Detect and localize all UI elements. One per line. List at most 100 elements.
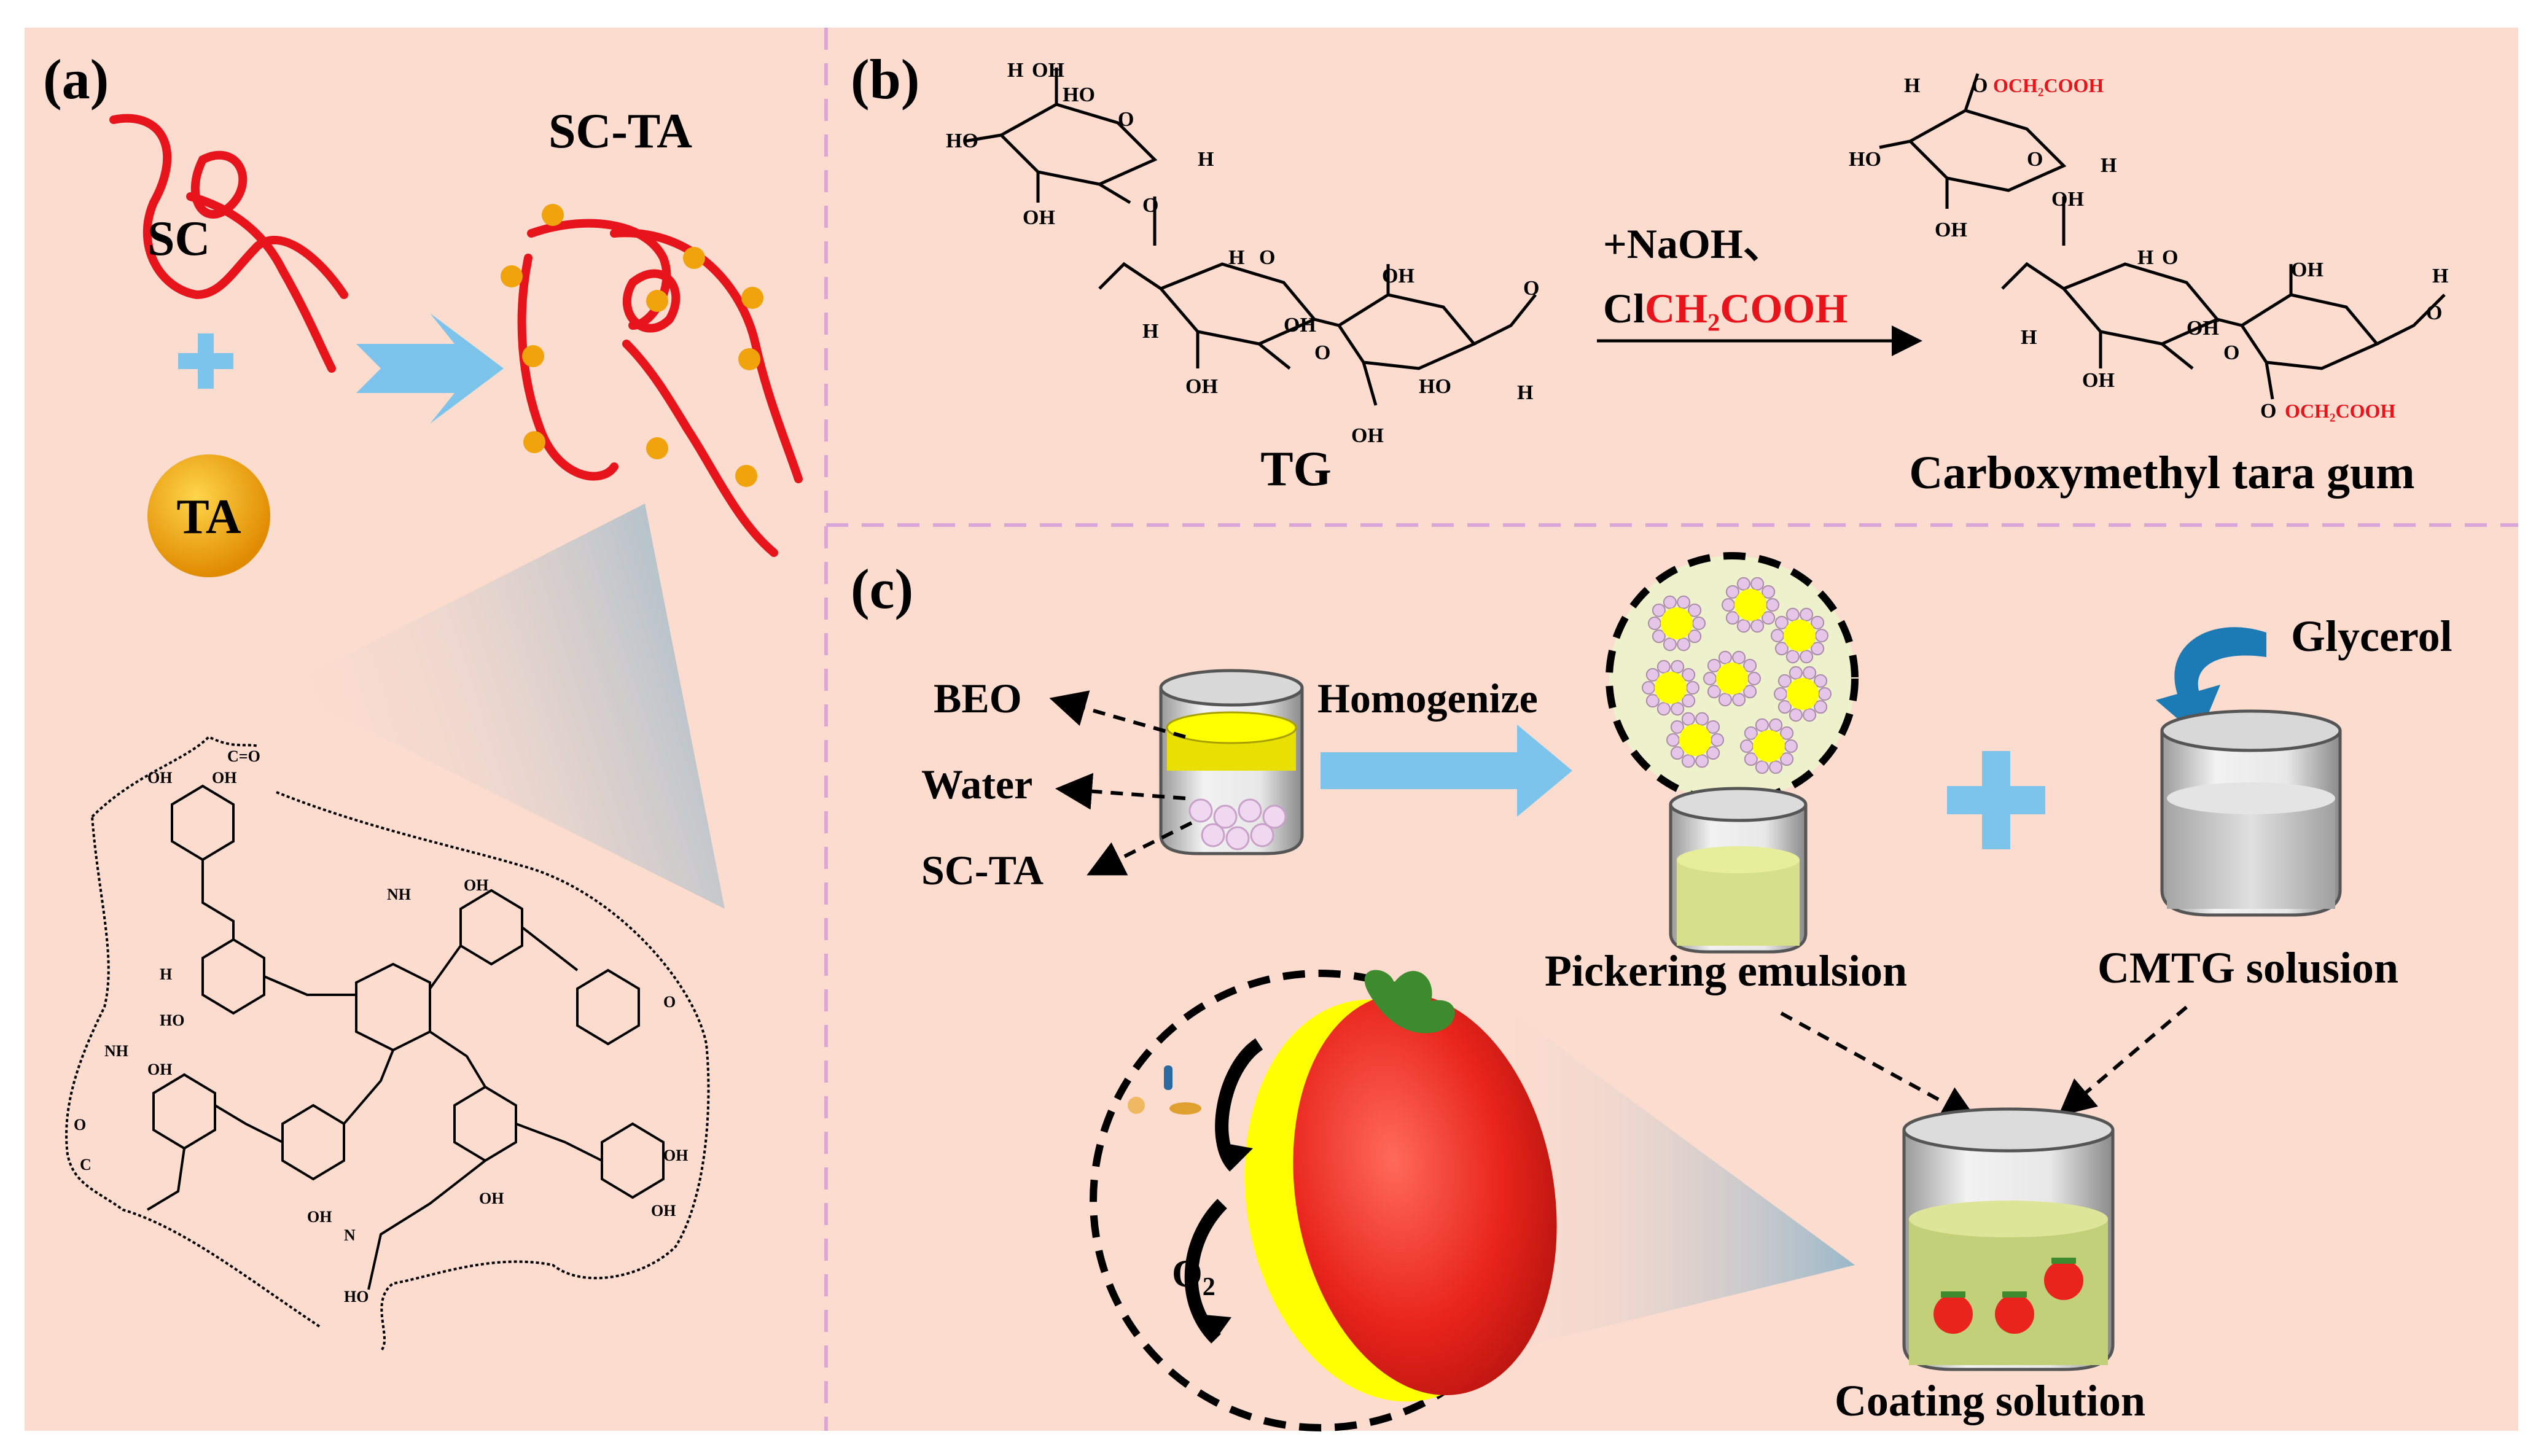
- svg-text:C: C: [80, 1156, 92, 1174]
- beaker-emulsion: [1669, 787, 1808, 954]
- microbe-icon: [1128, 1097, 1145, 1114]
- svg-text:C=O: C=O: [227, 747, 260, 765]
- svg-text:O: O: [1142, 194, 1158, 217]
- reagent-line-1: +NaOH、: [1603, 220, 1785, 267]
- sc-chain: [109, 114, 348, 300]
- svg-text:H: H: [1007, 59, 1023, 82]
- o2-label: O2: [1172, 1252, 1215, 1301]
- cmtg-labels: H O OCH₂COOH HO O H OH OH H O H OH OH O …: [1849, 74, 2448, 422]
- svg-text:O: O: [1523, 277, 1539, 300]
- svg-text:O: O: [74, 1116, 86, 1134]
- svg-text:HO: HO: [1063, 84, 1095, 106]
- svg-text:O: O: [2223, 341, 2239, 364]
- svg-text:HO: HO: [1849, 148, 1881, 171]
- svg-text:HO: HO: [946, 130, 978, 152]
- svg-text:OH: OH: [2051, 188, 2084, 211]
- beaker-mixture: [1159, 669, 1304, 855]
- svg-text:OH: OH: [1351, 424, 1384, 447]
- svg-text:O: O: [2426, 302, 2442, 324]
- insect-icon: [1169, 1102, 1201, 1115]
- sc-label: SC: [147, 212, 210, 266]
- water-label: Water: [921, 761, 1032, 808]
- svg-text:OH: OH: [212, 769, 236, 787]
- svg-text:H: H: [2021, 326, 2037, 349]
- cmtg-label: CMTG solusion: [2097, 943, 2398, 992]
- panel-b-label: (b): [851, 48, 919, 111]
- svg-text:NH: NH: [104, 1042, 128, 1060]
- svg-text:OH: OH: [1284, 314, 1316, 337]
- barrier-arrow-top-icon: [1215, 1038, 1263, 1172]
- svg-text:H: H: [2432, 265, 2448, 287]
- panel-b: (b) H OH HO HO O H OH O H O H OH OH O: [851, 48, 2448, 499]
- svg-text:OH: OH: [1935, 219, 1967, 241]
- svg-text:O: O: [663, 993, 676, 1011]
- svg-text:N: N: [344, 1226, 356, 1244]
- svg-text:OH: OH: [147, 769, 172, 787]
- sc-chain-tail: [186, 192, 336, 373]
- svg-text:HO: HO: [1419, 375, 1451, 398]
- emulsion-droplets: [1642, 577, 1832, 774]
- emulsion-droplet: [1648, 595, 1706, 652]
- zoom-beam: [283, 504, 725, 909]
- svg-text:H: H: [2101, 154, 2117, 177]
- tg-labels: H OH HO HO O H OH O H O H OH OH O OH HO …: [946, 59, 1539, 447]
- svg-text:HO: HO: [160, 1011, 184, 1029]
- emulsion-droplet: [1666, 712, 1724, 768]
- curved-arrow-icon: [2156, 627, 2266, 737]
- svg-text:OH: OH: [1032, 59, 1064, 82]
- tomato-image: [1244, 970, 1557, 1402]
- sc-ta-complex: [501, 204, 803, 557]
- beaker-coating: [1902, 1107, 2115, 1371]
- svg-text:OH: OH: [464, 876, 488, 894]
- svg-text:OH: OH: [1382, 265, 1414, 287]
- svg-text:O: O: [2260, 400, 2276, 422]
- pickering-label: Pickering emulsion: [1545, 946, 1907, 995]
- homogenize-label: Homogenize: [1317, 675, 1538, 722]
- cmtg-structure: [1879, 73, 2446, 400]
- emulsion-droplet: [1771, 607, 1828, 664]
- svg-text:OCH₂COOH: OCH₂COOH: [2285, 400, 2395, 422]
- emulsion-droplet: [1642, 660, 1699, 716]
- tomato-beam: [1505, 1007, 1855, 1351]
- barrier-arrow-bottom-icon: [1184, 1199, 1227, 1344]
- tannin-labels: C=O OH OH NH OH H HO NH OH O O C OH OH O…: [74, 747, 688, 1306]
- svg-text:H: H: [1904, 74, 1920, 97]
- svg-text:H: H: [1228, 246, 1244, 269]
- svg-text:O: O: [1118, 108, 1134, 131]
- emulsion-droplet: [1722, 577, 1779, 633]
- svg-text:HO: HO: [344, 1288, 369, 1306]
- glycerol-label: Glycerol: [2291, 612, 2452, 661]
- svg-text:OH: OH: [479, 1189, 504, 1207]
- emulsion-droplet: [1703, 650, 1761, 707]
- svg-text:H: H: [1142, 320, 1158, 343]
- svg-text:OH: OH: [2082, 369, 2115, 392]
- ta-label: TA: [176, 490, 241, 544]
- blue-arrow-icon: [356, 313, 504, 424]
- svg-text:OH: OH: [2291, 259, 2324, 281]
- beaker-cmtg: [2160, 709, 2342, 917]
- tannin-structure: [65, 735, 710, 1352]
- homogenize-arrow-icon: [1321, 725, 1572, 817]
- svg-text:OH: OH: [2187, 317, 2219, 340]
- svg-text:O: O: [2027, 148, 2043, 171]
- svg-text:OH: OH: [147, 1061, 172, 1078]
- svg-text:OH: OH: [1185, 375, 1218, 398]
- svg-text:H: H: [1198, 148, 1214, 171]
- svg-text:O: O: [1972, 74, 1988, 97]
- svg-text:H: H: [1517, 381, 1533, 404]
- svg-text:OCH₂COOH: OCH₂COOH: [1993, 74, 2104, 96]
- svg-text:NH: NH: [387, 886, 411, 903]
- panel-a-label: (a): [43, 48, 109, 111]
- panel-a: (a) SC TA SC-TA: [43, 48, 803, 1352]
- svg-text:OH: OH: [663, 1147, 688, 1164]
- panel-c: (c) BEO Water SC-TA Homogenize: [851, 552, 2452, 1431]
- svg-text:OH: OH: [1023, 206, 1055, 229]
- svg-text:H: H: [160, 965, 172, 983]
- ta-ball: [147, 454, 270, 577]
- tg-label: TG: [1260, 442, 1332, 496]
- tg-structure: [964, 68, 1537, 406]
- sc-ta-label: SC-TA: [548, 104, 692, 158]
- emulsion-droplet: [1774, 666, 1832, 722]
- coating-label: Coating solution: [1835, 1376, 2145, 1425]
